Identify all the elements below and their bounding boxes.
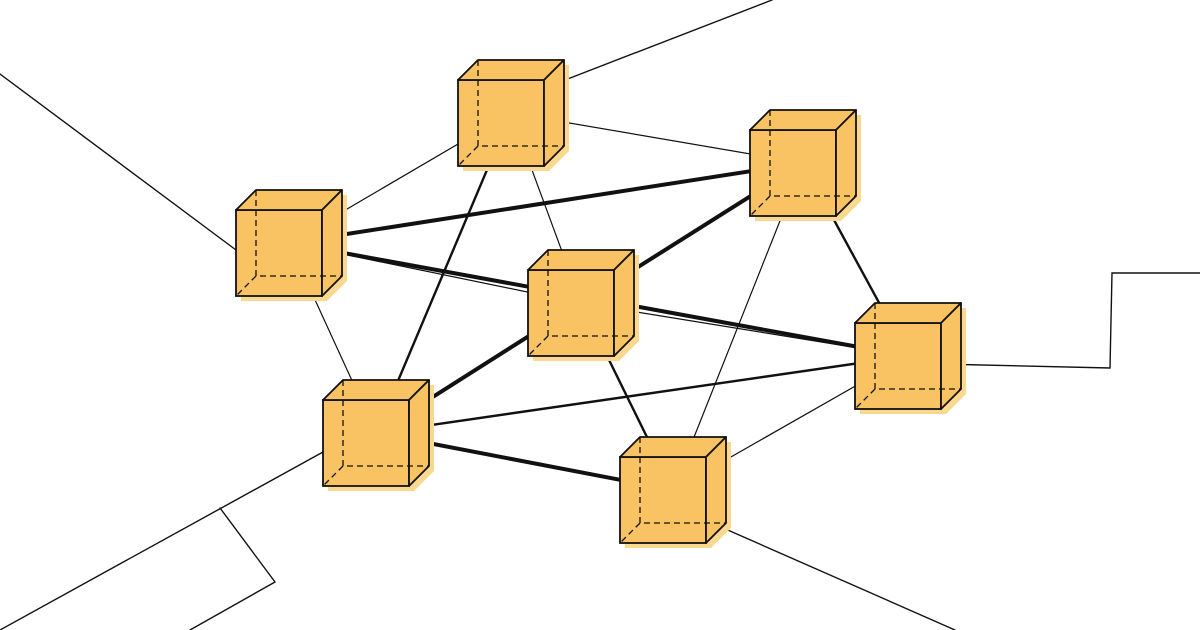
cube-hidden-edges (619, 437, 726, 544)
external-line (0, 73, 237, 251)
cube-side-face (543, 59, 565, 167)
cube-front-face (749, 129, 837, 217)
cube-side-face (835, 109, 857, 217)
cube-hidden-edges (322, 380, 429, 487)
cube-hidden-edges (749, 110, 856, 217)
cube-front-face (235, 209, 323, 297)
external-line (704, 519, 956, 630)
block-cube (322, 379, 434, 491)
block-cube (854, 302, 966, 414)
cube-side-face (321, 189, 343, 297)
external-line (0, 451, 324, 630)
cube-front-face (854, 322, 942, 410)
cube-front-face (322, 399, 410, 487)
block-cube (619, 436, 731, 548)
link-line (287, 161, 805, 245)
cubes (235, 59, 966, 548)
block-cube (527, 249, 639, 361)
block-cube (235, 189, 347, 301)
cube-side-face (408, 379, 430, 487)
cube-front-face (457, 79, 545, 167)
external-line (939, 272, 1200, 369)
cube-front-face (527, 269, 615, 357)
cube-side-face (940, 302, 962, 410)
external-line (564, 0, 773, 81)
block-cube (749, 109, 861, 221)
cube-hidden-edges (527, 250, 634, 357)
cube-hidden-edges (457, 60, 564, 167)
cube-hidden-edges (854, 303, 961, 410)
block-cube (457, 59, 569, 171)
cube-side-face (705, 436, 727, 544)
cube-hidden-edges (235, 190, 342, 297)
external-line (189, 507, 277, 630)
link-line (374, 354, 910, 435)
cube-side-face (613, 249, 635, 357)
